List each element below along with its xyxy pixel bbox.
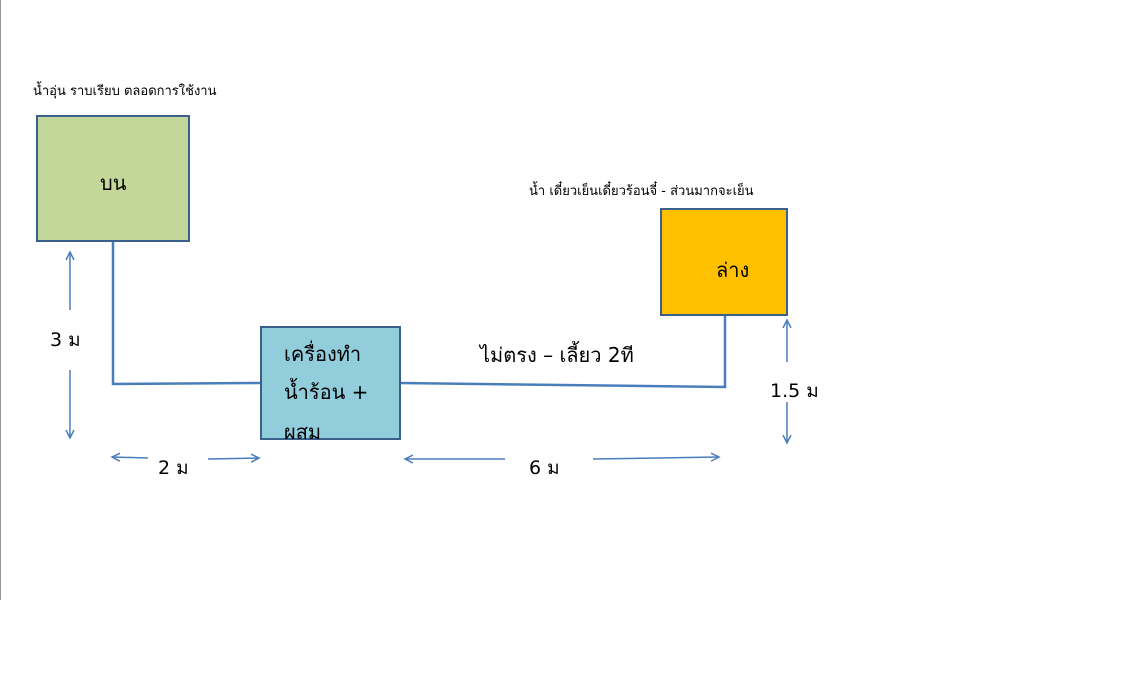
top-tank-note: น้ำอุ่น ราบเรียบ ตลอดการใช้งาน: [33, 84, 217, 99]
top-tank-box: บน: [36, 115, 190, 242]
pipe-top-to-heater: [111, 241, 262, 386]
dim-label-1-5m: 1.5 ม: [770, 380, 819, 402]
dim-label-6m: 6 ม: [529, 457, 560, 479]
pipe-heater-to-bottom: [399, 316, 727, 389]
bottom-tank-note: น้ำ เดี๋ยวเย็นเดี๋ยวร้อนจี๋ - ส่วนมากจะเ…: [529, 184, 754, 199]
dim-arrow-2m-left: [112, 457, 149, 458]
dim-arrow-2m-right: [207, 458, 259, 459]
dim-label-2m: 2 ม: [158, 457, 189, 479]
heater-label-line3: ผสม: [284, 420, 322, 444]
pipe-note: ไม่ตรง – เลี้ยว 2ที: [480, 343, 634, 367]
page-left-border: [0, 0, 1, 600]
top-tank-label: บน: [100, 171, 127, 195]
heater-box: เครื่องทำ น้ำร้อน + ผสม: [260, 326, 401, 444]
heater-label-line2: น้ำร้อน +: [284, 380, 369, 404]
bottom-tank-label: ล่าง: [716, 258, 750, 282]
dim-arrow-6m-right: [592, 457, 719, 459]
bottom-tank-box: ล่าง: [660, 208, 788, 316]
dim-label-3m: 3 ม: [50, 329, 81, 351]
heater-label-line1: เครื่องทำ: [284, 342, 362, 366]
